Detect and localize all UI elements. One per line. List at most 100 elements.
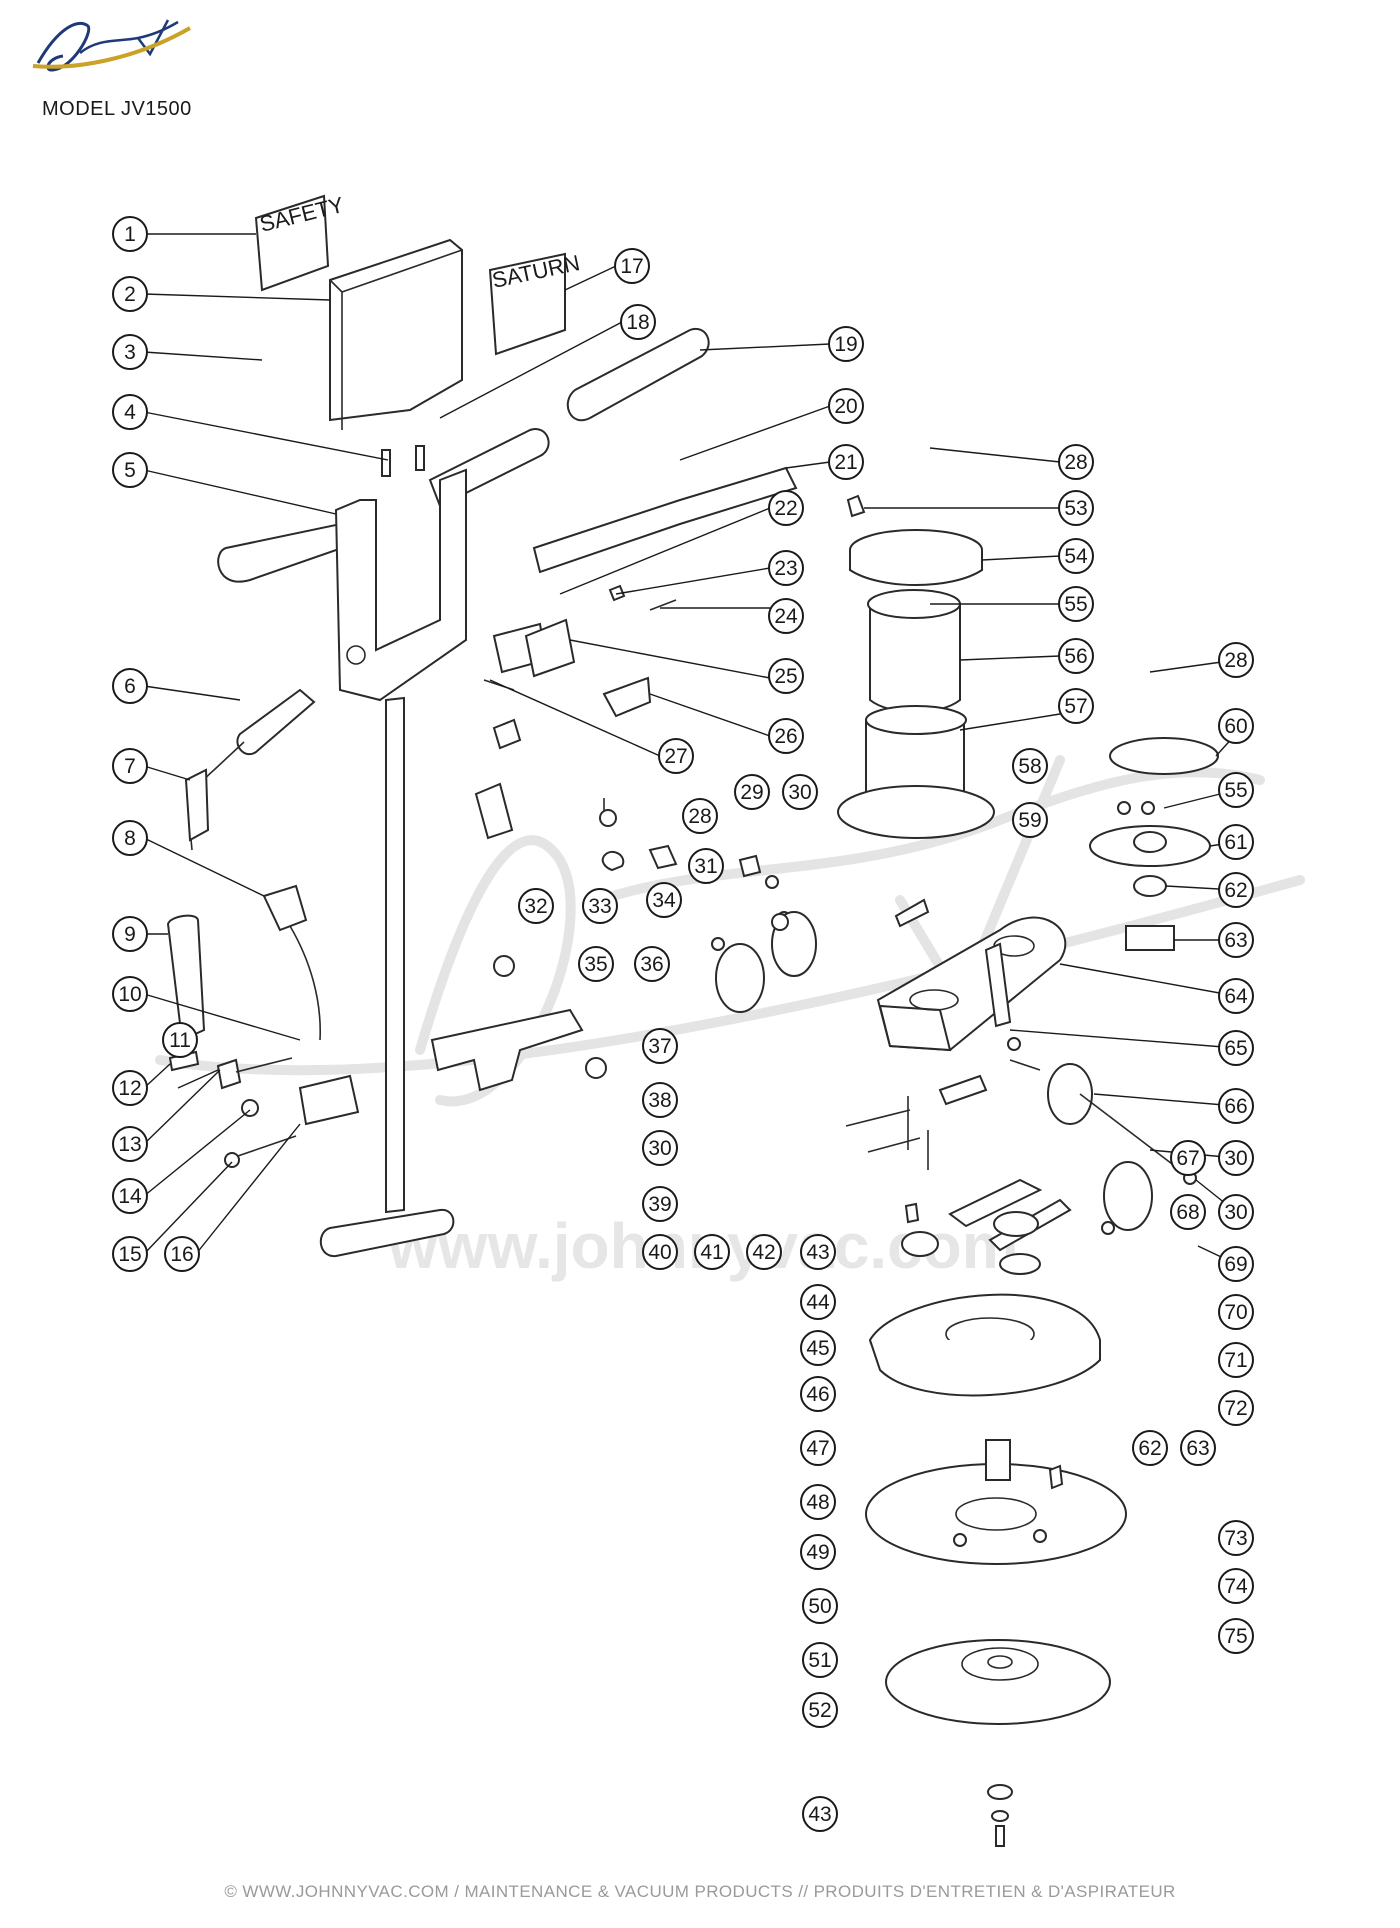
callout-60: 60: [1218, 708, 1254, 744]
svg-text:29: 29: [740, 781, 763, 804]
svg-text:23: 23: [774, 557, 797, 580]
callout-3: 3: [112, 334, 148, 370]
svg-text:14: 14: [118, 1185, 142, 1208]
svg-text:36: 36: [640, 953, 663, 976]
svg-text:69: 69: [1224, 1253, 1247, 1276]
callout-56: 56: [1058, 638, 1094, 674]
svg-text:28: 28: [688, 805, 711, 828]
callout-69: 69: [1218, 1246, 1254, 1282]
callout-65: 65: [1218, 1030, 1254, 1066]
brush-shroud: [868, 1293, 1102, 1397]
callout-20: 20: [828, 388, 864, 424]
svg-text:19: 19: [834, 333, 857, 356]
svg-text:30: 30: [648, 1137, 671, 1160]
callout-34: 34: [646, 882, 682, 918]
callout-43b: 43: [802, 1796, 838, 1832]
switch-lever-hardware: [168, 1050, 360, 1168]
callout-62a: 62: [1218, 872, 1254, 908]
svg-text:40: 40: [648, 1241, 671, 1264]
callout-28c: 28: [682, 798, 718, 834]
callout-41: 41: [694, 1234, 730, 1270]
svg-text:70: 70: [1224, 1301, 1247, 1324]
handle-assembly: [217, 428, 550, 702]
callout-33: 33: [582, 888, 618, 924]
svg-text:66: 66: [1224, 1095, 1247, 1118]
callout-27: 27: [658, 738, 694, 774]
callout-75: 75: [1218, 1618, 1254, 1654]
svg-text:58: 58: [1018, 755, 1041, 778]
callout-23: 23: [768, 550, 804, 586]
svg-text:42: 42: [752, 1241, 775, 1264]
callout-63b: 63: [1180, 1430, 1216, 1466]
svg-text:67: 67: [1176, 1147, 1199, 1170]
callout-66: 66: [1218, 1088, 1254, 1124]
callout-1: 1: [112, 216, 148, 252]
svg-text:1: 1: [124, 223, 136, 246]
callout-70: 70: [1218, 1294, 1254, 1330]
callout-61: 61: [1218, 824, 1254, 860]
svg-text:11: 11: [169, 1029, 191, 1052]
svg-text:74: 74: [1224, 1575, 1248, 1598]
callout-21: 21: [828, 444, 864, 480]
callout-22: 22: [768, 490, 804, 526]
svg-text:6: 6: [124, 675, 136, 698]
safety-decal: SAFETY: [254, 192, 347, 292]
callout-8: 8: [112, 820, 148, 856]
gear-assembly: [901, 1178, 1072, 1275]
callout-48: 48: [800, 1484, 836, 1520]
svg-text:5: 5: [124, 459, 136, 482]
svg-text:33: 33: [588, 895, 611, 918]
handle-tube: [320, 696, 455, 1258]
svg-text:55: 55: [1224, 779, 1247, 802]
callout-25: 25: [768, 658, 804, 694]
svg-text:62: 62: [1138, 1437, 1161, 1460]
svg-text:37: 37: [648, 1035, 671, 1058]
right-side-hardware: [845, 737, 1219, 1235]
callout-47: 47: [800, 1430, 836, 1466]
svg-text:3: 3: [124, 341, 136, 364]
callout-39: 39: [642, 1186, 678, 1222]
power-cord: [166, 884, 322, 1042]
callout-2: 2: [112, 276, 148, 312]
svg-text:56: 56: [1064, 645, 1087, 668]
callout-31: 31: [688, 848, 724, 884]
callout-10: 10: [112, 976, 148, 1012]
part-callouts: 1 2 3 4 5 6 7 8 9 10 11 12 13 14 15 16 1…: [112, 216, 1254, 1832]
svg-text:45: 45: [806, 1337, 829, 1360]
callout-54: 54: [1058, 538, 1094, 574]
callout-64: 64: [1218, 978, 1254, 1014]
svg-text:60: 60: [1224, 715, 1247, 738]
svg-text:73: 73: [1224, 1527, 1247, 1550]
cord-strain-relief: [184, 688, 316, 851]
pad-holder: [885, 1639, 1111, 1847]
svg-text:30: 30: [1224, 1201, 1247, 1224]
callout-4: 4: [112, 394, 148, 430]
svg-text:35: 35: [584, 953, 607, 976]
leader-lines: [143, 233, 1237, 1265]
callout-57: 57: [1058, 688, 1094, 724]
callout-67: 67: [1170, 1140, 1206, 1176]
callout-68: 68: [1170, 1194, 1206, 1230]
callout-46: 46: [800, 1376, 836, 1412]
svg-text:17: 17: [620, 255, 643, 278]
svg-text:30: 30: [1224, 1147, 1247, 1170]
callout-24: 24: [768, 598, 804, 634]
svg-text:52: 52: [808, 1699, 831, 1722]
svg-text:72: 72: [1224, 1397, 1247, 1420]
callout-13: 13: [112, 1126, 148, 1162]
callout-42: 42: [746, 1234, 782, 1270]
callout-26: 26: [768, 718, 804, 754]
callout-74: 74: [1218, 1568, 1254, 1604]
svg-text:25: 25: [774, 665, 797, 688]
svg-text:21: 21: [834, 451, 857, 474]
svg-text:68: 68: [1176, 1201, 1199, 1224]
callout-37: 37: [642, 1028, 678, 1064]
callout-55b: 55: [1218, 772, 1254, 808]
callout-17: 17: [614, 248, 650, 284]
svg-text:46: 46: [806, 1383, 829, 1406]
johnny-vac-logo: [32, 19, 191, 72]
svg-text:15: 15: [118, 1243, 141, 1266]
svg-text:62: 62: [1224, 879, 1247, 902]
svg-text:16: 16: [170, 1243, 193, 1266]
